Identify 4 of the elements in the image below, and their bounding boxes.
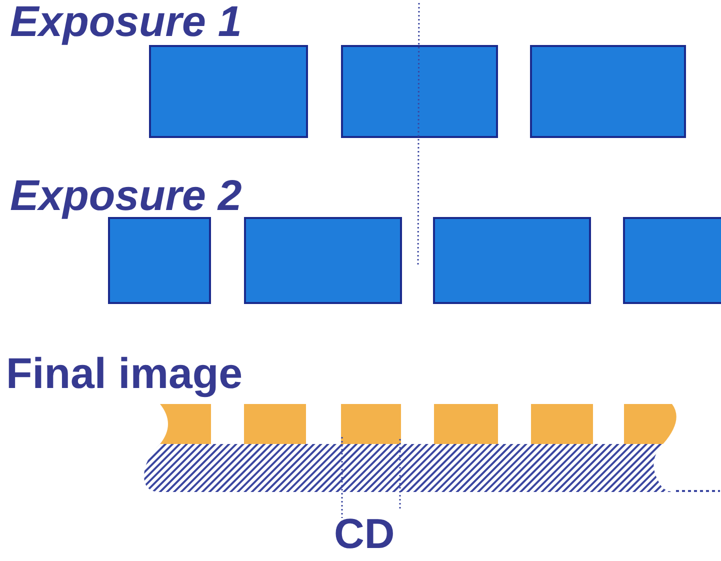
- dimension-label: CD: [334, 509, 395, 559]
- exposure-heading: Exposure 1: [10, 0, 242, 48]
- section-heading: Final image: [6, 349, 243, 400]
- exposure-heading: Exposure 2: [10, 171, 242, 222]
